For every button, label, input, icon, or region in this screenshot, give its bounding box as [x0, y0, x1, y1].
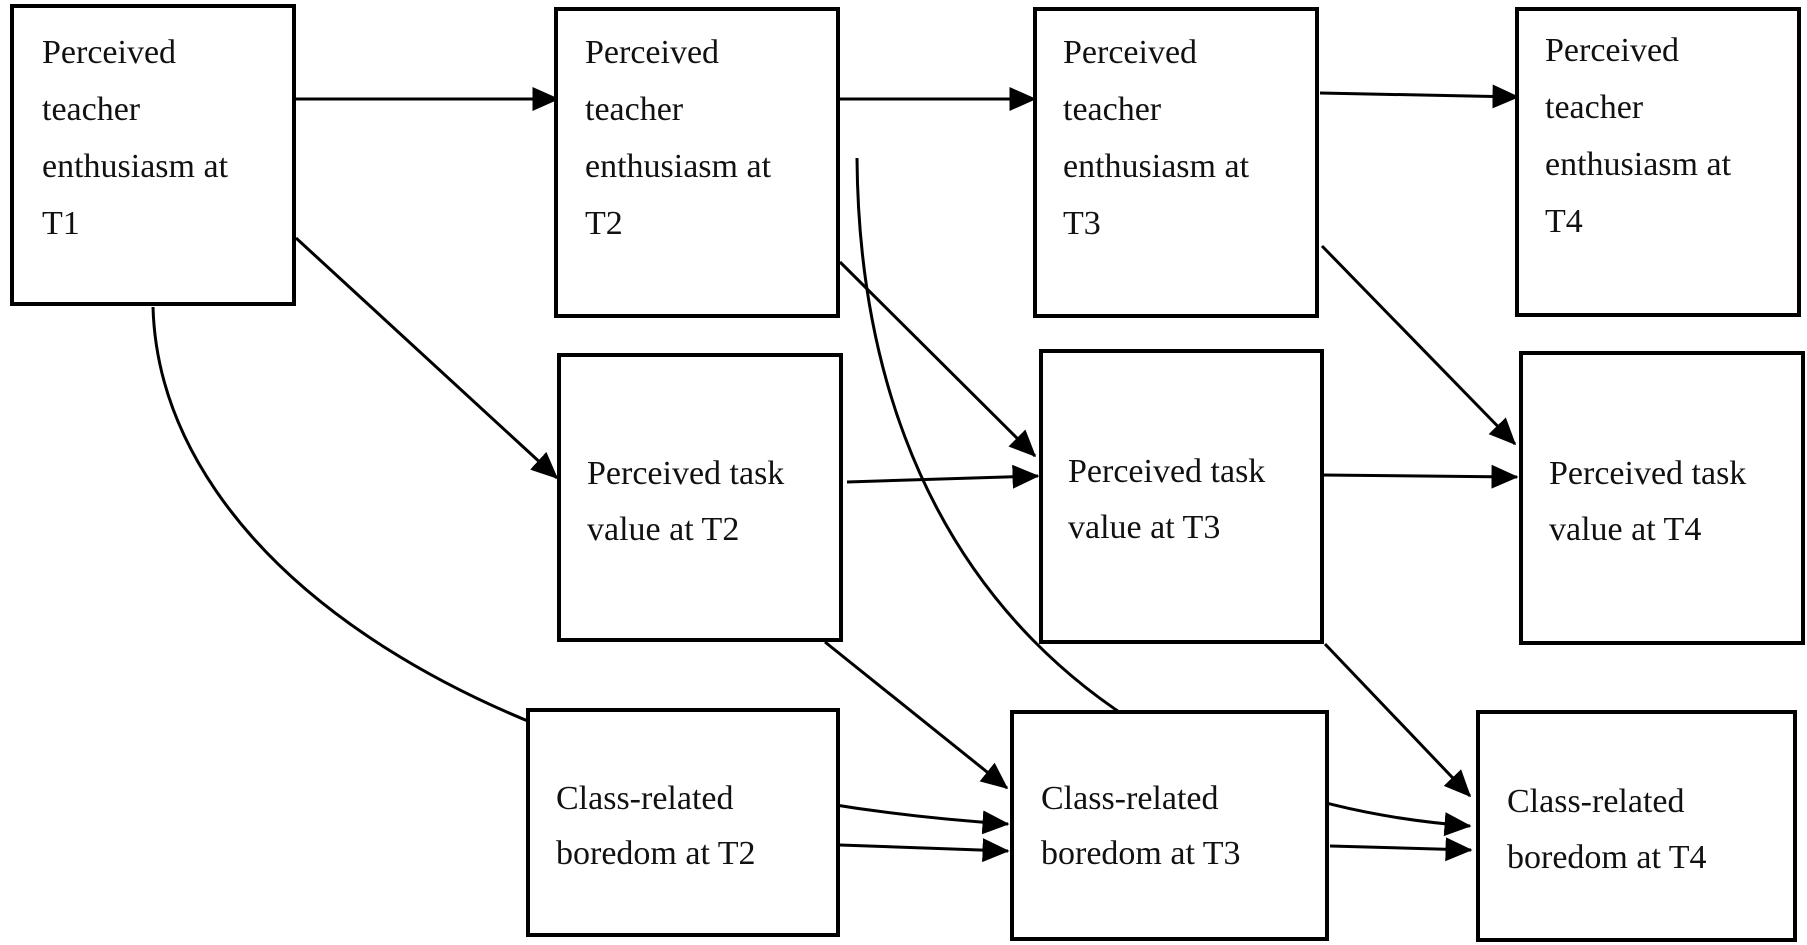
node-label-line: T1 — [42, 205, 80, 242]
arrow-task-value-t2-to-task-value-t3 — [846, 464, 1040, 489]
node-task-value-t4: Perceived task value at T4 — [1519, 351, 1805, 645]
node-label-line: boredom at T3 — [1041, 835, 1241, 872]
node-label-line: boredom at T4 — [1507, 839, 1707, 876]
node-box — [1039, 349, 1324, 644]
node-box — [1519, 351, 1805, 645]
arrow-task-value-t3-to-task-value-t4 — [1321, 464, 1519, 489]
node-label-line: enthusiasm at — [42, 148, 229, 185]
node-label-line: Perceived — [1545, 32, 1679, 69]
node-label-line: teacher — [1545, 89, 1644, 126]
node-label-line: Perceived task — [587, 455, 784, 492]
node-label-line: Class-related — [1041, 780, 1219, 817]
node-label-line: Perceived — [1063, 34, 1197, 71]
arrow-boredom-t3-to-boredom-t4 — [1329, 837, 1473, 862]
node-label-line: teacher — [1063, 91, 1162, 128]
node-task-value-t3: Perceived task value at T3 — [1039, 349, 1324, 644]
arrow-task-value-t2-to-boredom-t3 — [824, 640, 1009, 790]
node-enthusiasm-t3: Perceived teacher enthusiasm at T3 — [1033, 7, 1319, 318]
node-label-line: T4 — [1545, 203, 1583, 240]
node-label-line: T2 — [585, 205, 623, 242]
node-box — [554, 7, 840, 318]
node-label-line: Perceived task — [1549, 455, 1746, 492]
node-boredom-t4: Class-related boredom at T4 — [1476, 710, 1797, 942]
node-label-line: Perceived — [42, 34, 176, 71]
node-box — [557, 353, 843, 642]
node-task-value-t2: Perceived task value at T2 — [557, 353, 843, 642]
arrow-enthusiasm-t3-to-enthusiasm-t4 — [1319, 84, 1520, 109]
node-label-line: teacher — [42, 91, 141, 128]
node-boredom-t2: Class-related boredom at T2 — [526, 708, 840, 937]
node-box — [1010, 710, 1329, 941]
node-label-line: teacher — [585, 91, 684, 128]
node-label-line: value at T3 — [1068, 509, 1220, 546]
node-box — [1033, 7, 1319, 318]
node-enthusiasm-t2: Perceived teacher enthusiasm at T2 — [554, 7, 840, 318]
node-box — [10, 4, 296, 306]
node-label-line: Class-related — [556, 780, 734, 817]
node-boredom-t3: Class-related boredom at T3 — [1010, 710, 1329, 941]
node-label-line: Perceived task — [1068, 453, 1265, 490]
node-label-line: Perceived — [585, 34, 719, 71]
node-enthusiasm-t4: Perceived teacher enthusiasm at T4 — [1515, 7, 1801, 317]
node-label-line: enthusiasm at — [585, 148, 772, 185]
arrow-enthusiasm-t2-to-task-value-t3 — [838, 260, 1037, 458]
node-label-line: boredom at T2 — [556, 835, 756, 872]
node-label-line: enthusiasm at — [1545, 146, 1732, 183]
node-label-line: Class-related — [1507, 783, 1685, 820]
node-label-line: T3 — [1063, 205, 1101, 242]
arrow-task-value-t3-to-boredom-t4 — [1323, 642, 1472, 798]
arrow-boredom-t2-to-boredom-t3 — [839, 838, 1010, 863]
node-label-line: enthusiasm at — [1063, 148, 1250, 185]
node-box — [1515, 7, 1801, 317]
node-label-line: value at T4 — [1549, 511, 1701, 548]
node-box — [526, 708, 840, 937]
arrow-enthusiasm-t3-to-task-value-t4 — [1320, 244, 1517, 446]
arrow-enthusiasm-t1-to-task-value-t2 — [294, 236, 559, 480]
node-box — [1476, 710, 1797, 942]
node-enthusiasm-t1: Perceived teacher enthusiasm at T1 — [10, 4, 296, 306]
node-label-line: value at T2 — [587, 511, 739, 548]
